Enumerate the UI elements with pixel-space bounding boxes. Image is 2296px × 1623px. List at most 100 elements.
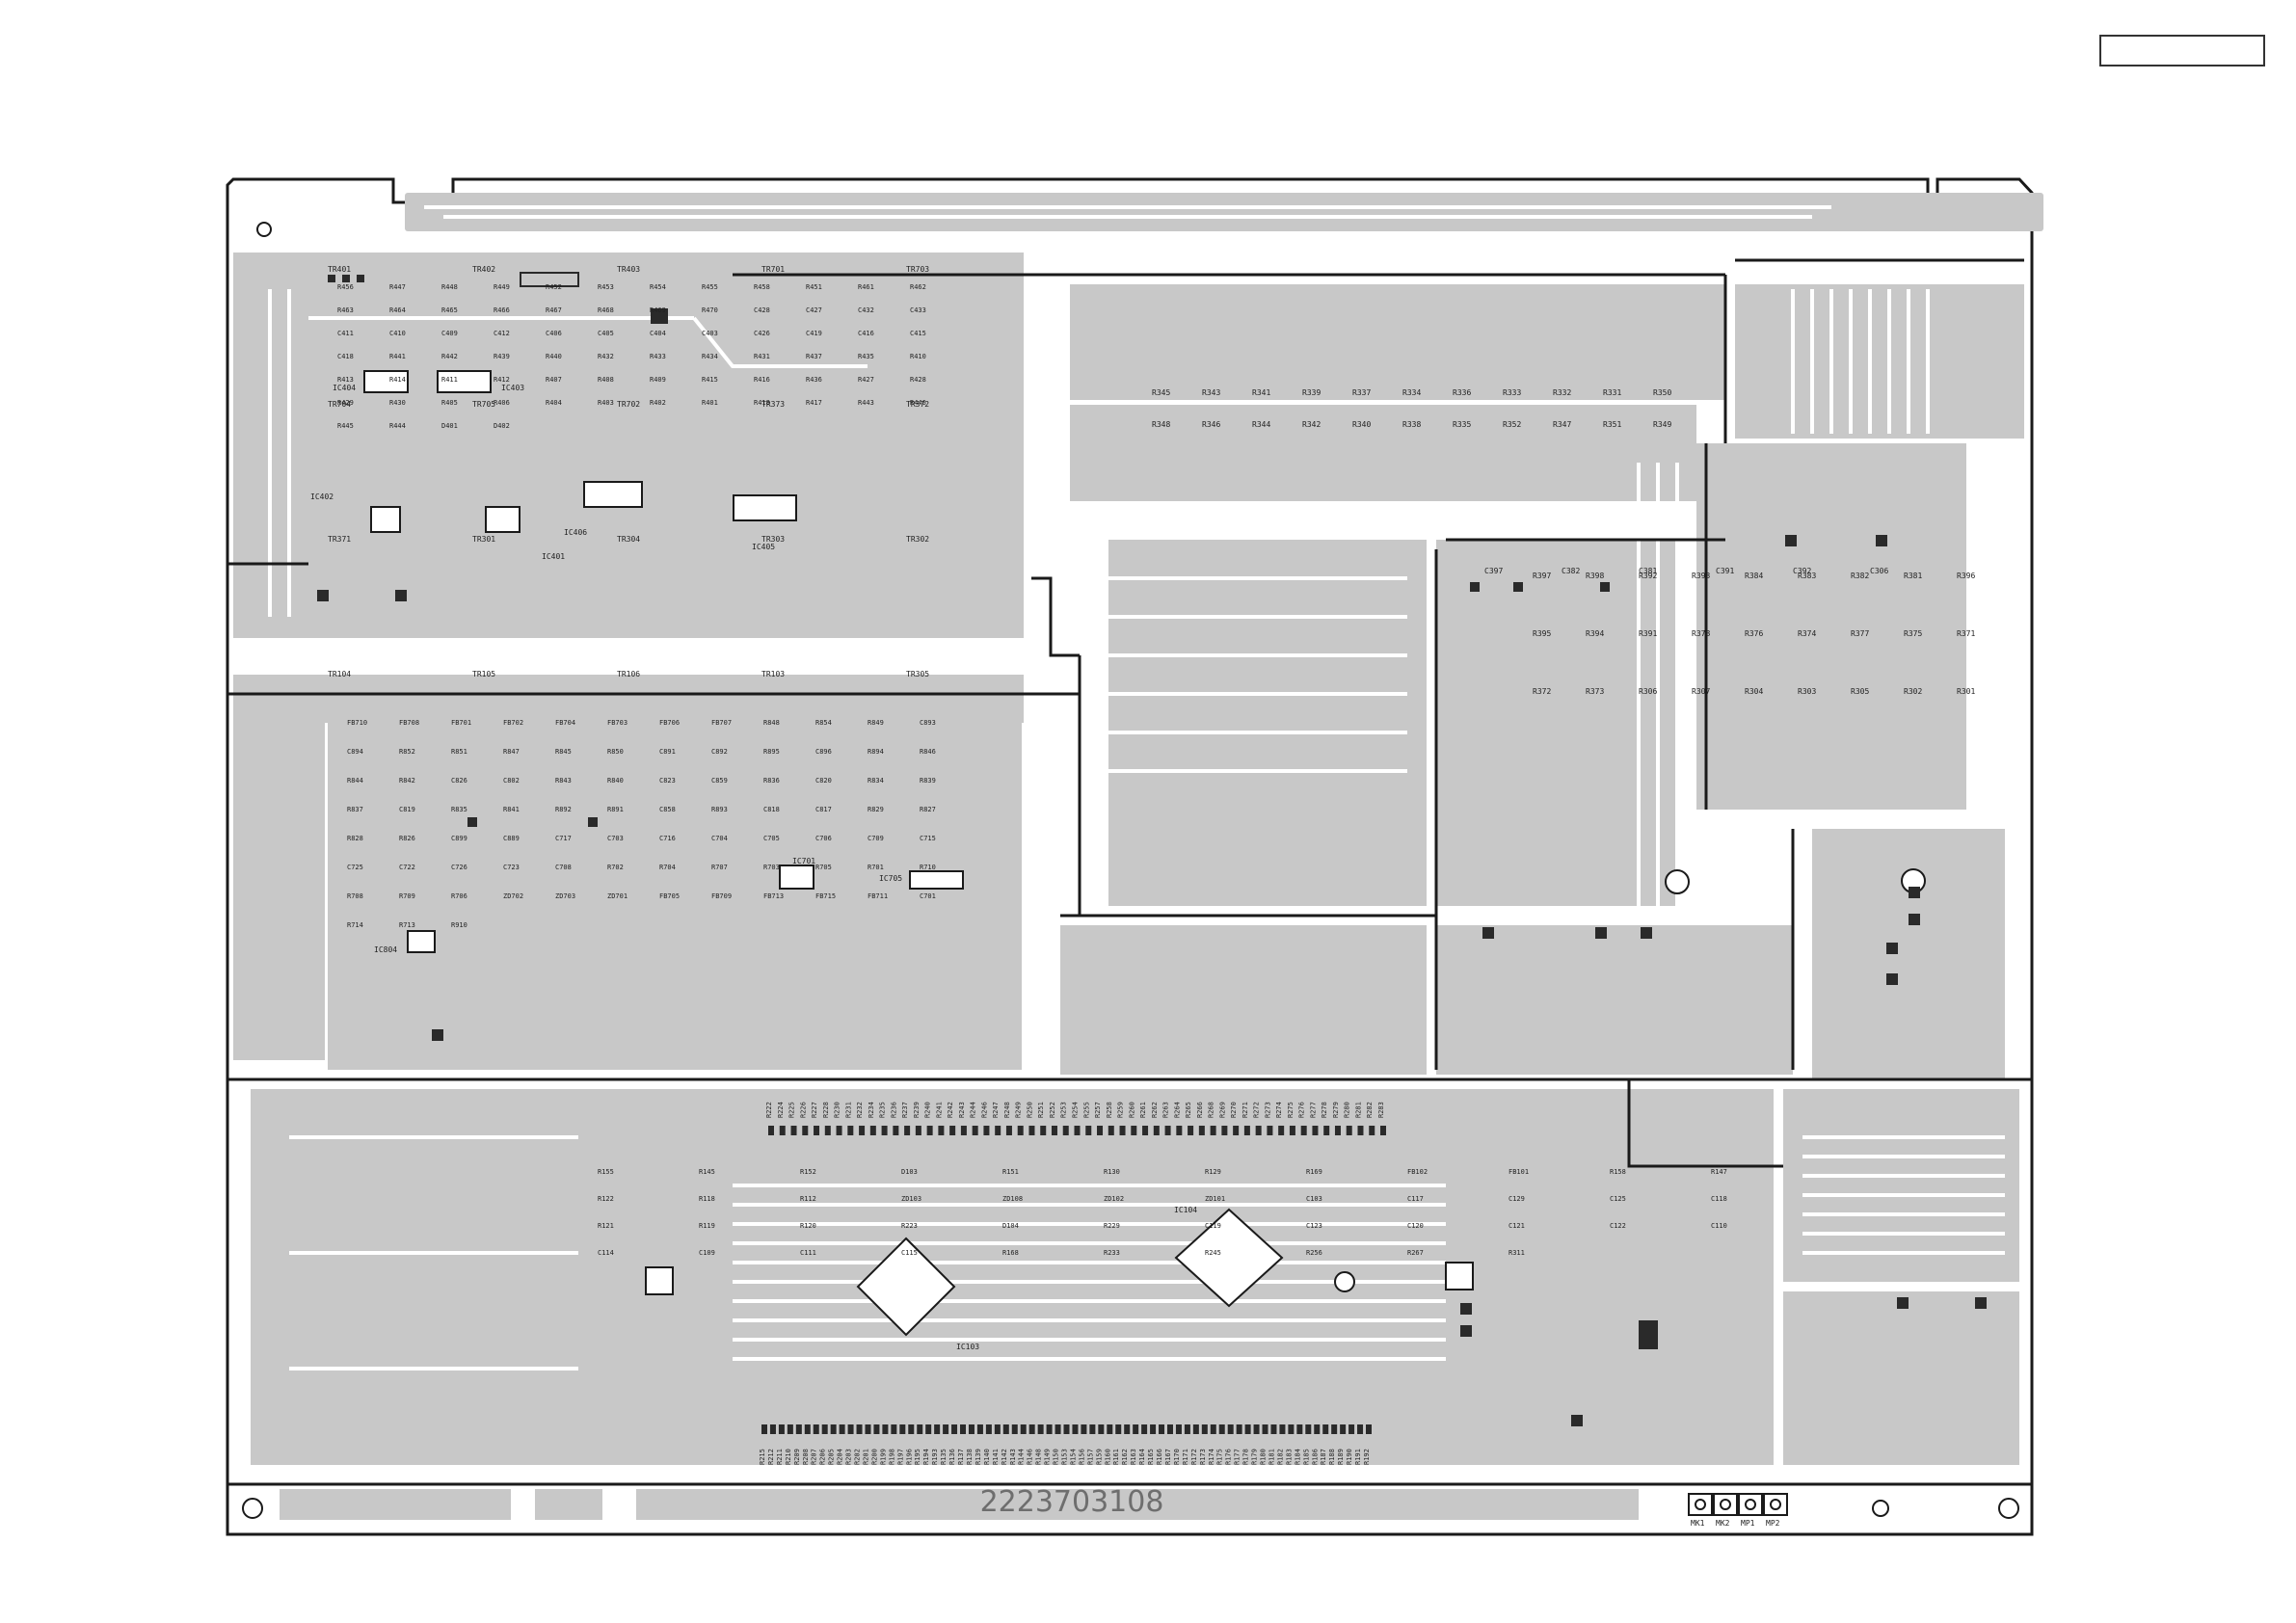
row-pad-r143	[1011, 1424, 1018, 1434]
label-tr403: TR403	[617, 265, 640, 274]
row-pad-r211	[778, 1424, 785, 1434]
label-r440: R440	[546, 353, 562, 360]
row-label-r161: R161	[1112, 1449, 1120, 1465]
row-pad-r251	[1040, 1126, 1047, 1135]
ic103-package	[856, 1237, 956, 1337]
row-label-r258: R258	[1106, 1102, 1113, 1118]
row-pad-r187	[1322, 1424, 1329, 1434]
row-label-r271: R271	[1241, 1102, 1249, 1118]
row-label-r140: R140	[983, 1449, 991, 1465]
label-r347: R347	[1553, 420, 1571, 429]
label-ic401: IC401	[542, 552, 565, 561]
label-r845: R845	[555, 748, 572, 756]
label-ic103: IC103	[956, 1343, 979, 1351]
row-pad-r204	[839, 1424, 845, 1434]
row-pad-r225	[790, 1126, 797, 1135]
row-pad-r189	[1340, 1424, 1347, 1434]
label-r332: R332	[1553, 388, 1571, 397]
label-tr703: TR703	[906, 265, 929, 274]
row-pad-r173	[1201, 1424, 1208, 1434]
row-pad-r142	[1002, 1424, 1009, 1434]
row-pad-r205	[830, 1424, 837, 1434]
connector-pin-mk2	[1720, 1499, 1731, 1510]
row-label-r263: R263	[1162, 1102, 1170, 1118]
label-r338: R338	[1402, 420, 1421, 429]
label-r434: R434	[702, 353, 718, 360]
label-r408: R408	[598, 376, 614, 384]
row-label-r266: R266	[1196, 1102, 1204, 1118]
label-c119: C119	[1205, 1222, 1221, 1230]
row-label-r141: R141	[992, 1449, 1000, 1465]
label-tr373: TR373	[761, 400, 785, 409]
label-r372: R372	[1533, 687, 1551, 696]
label-c129: C129	[1508, 1195, 1525, 1203]
label-tr705: TR705	[472, 400, 495, 409]
label-zd101: ZD101	[1205, 1195, 1225, 1203]
label-ic404: IC404	[333, 384, 356, 392]
row-label-r277: R277	[1309, 1102, 1317, 1118]
label-r233: R233	[1104, 1249, 1120, 1257]
label-r703: R703	[763, 864, 780, 871]
row-pad-r266	[1198, 1126, 1205, 1135]
row-label-r164: R164	[1138, 1449, 1146, 1465]
label-r378: R378	[1692, 629, 1710, 638]
row-label-r154: R154	[1069, 1449, 1077, 1465]
label-c802: C802	[503, 777, 520, 785]
row-pad-r257	[1097, 1126, 1104, 1135]
label-r891: R891	[607, 806, 624, 813]
label-r418: R418	[754, 399, 770, 407]
label-c410: C410	[389, 330, 406, 337]
label-r837: R837	[347, 806, 363, 813]
row-pad-r163	[1133, 1424, 1139, 1434]
row-pad-r165	[1150, 1424, 1157, 1434]
component-pads	[317, 272, 1987, 1426]
row-pad-r226	[802, 1126, 809, 1135]
label-r409: R409	[650, 376, 666, 384]
row-label-r203: R203	[845, 1449, 853, 1465]
row-pad-r237	[904, 1126, 911, 1135]
label-r151: R151	[1002, 1168, 1019, 1176]
label-r158: R158	[1610, 1168, 1626, 1176]
label-c818: C818	[763, 806, 780, 813]
ic401-package	[485, 506, 521, 533]
label-c708: C708	[555, 864, 572, 871]
label-c725: C725	[347, 864, 363, 871]
row-label-r196: R196	[905, 1449, 913, 1465]
label-r350: R350	[1653, 388, 1671, 397]
label-c415: C415	[910, 330, 926, 337]
row-label-r193: R193	[931, 1449, 939, 1465]
label-ic406: IC406	[564, 528, 587, 537]
row-label-r148: R148	[1035, 1449, 1043, 1465]
row-label-r184: R184	[1294, 1449, 1301, 1465]
row-label-r249: R249	[1015, 1102, 1023, 1118]
row-pad-r135	[943, 1424, 949, 1434]
row-pad-r271	[1243, 1126, 1250, 1135]
row-pad-r261	[1142, 1126, 1149, 1135]
connector-mk2	[1713, 1493, 1738, 1516]
label-r351: R351	[1603, 420, 1621, 429]
label-tr371: TR371	[328, 535, 351, 544]
label-c723: C723	[503, 864, 520, 871]
label-r376: R376	[1745, 629, 1763, 638]
connector-label-mk2: MK2	[1716, 1519, 1730, 1528]
row-label-r143: R143	[1009, 1449, 1017, 1465]
row-label-r205: R205	[828, 1449, 836, 1465]
row-pad-r260	[1131, 1126, 1137, 1135]
label-r709: R709	[399, 892, 415, 900]
label-c109: C109	[699, 1249, 715, 1257]
label-c859: C859	[711, 777, 728, 785]
row-pad-r184	[1296, 1424, 1303, 1434]
label-r713: R713	[399, 921, 415, 929]
label-fb711: FB711	[868, 892, 888, 900]
label-c121: C121	[1508, 1222, 1525, 1230]
row-pad-r185	[1305, 1424, 1312, 1434]
row-label-r228: R228	[822, 1102, 830, 1118]
connector-mp2	[1763, 1493, 1788, 1516]
label-r453: R453	[598, 283, 614, 291]
label-r707: R707	[711, 864, 728, 871]
label-r461: R461	[858, 283, 874, 291]
row-label-r260: R260	[1128, 1102, 1135, 1118]
row-pad-r228	[824, 1126, 831, 1135]
row-label-r268: R268	[1208, 1102, 1215, 1118]
connector-label-mp1: MP1	[1741, 1519, 1755, 1528]
